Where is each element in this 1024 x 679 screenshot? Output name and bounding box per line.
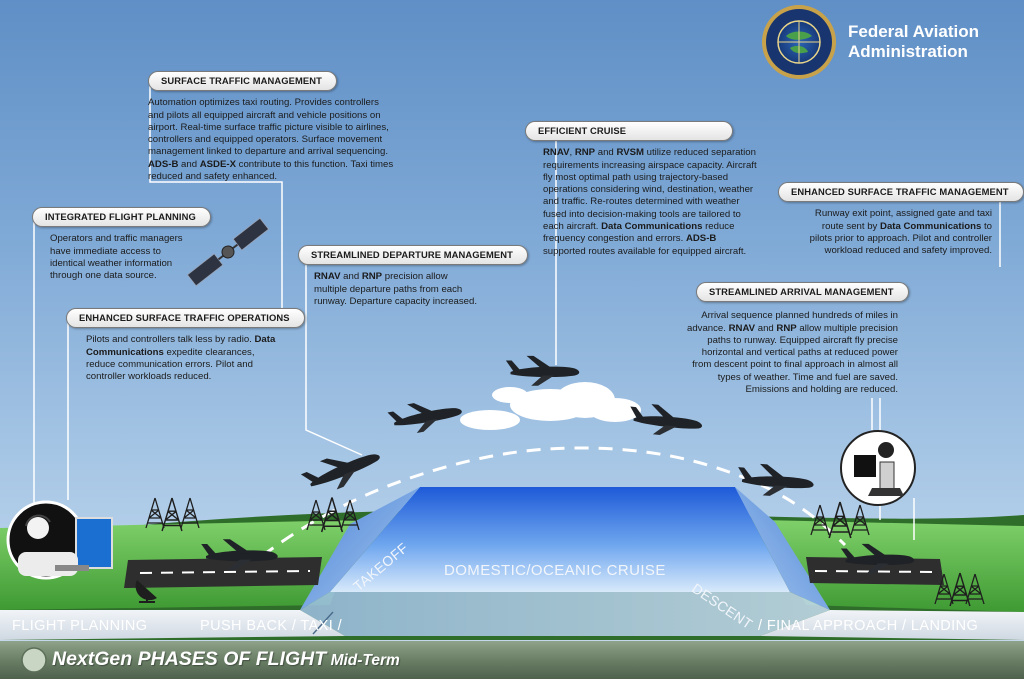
cloud-icon [460,382,641,430]
callout-body-line: operations considering wind, destination… [543,184,754,196]
callout-body-line: supported routes available for equipped … [543,245,747,257]
org-line-2: Administration [848,42,968,61]
callout-title: ENHANCED SURFACE TRAFFIC MANAGEMENT [778,182,1024,203]
flight-path [261,446,847,558]
callout-body-line: from descent point to final approach in … [692,359,898,371]
footer-title-sub: Mid-Term [330,652,400,669]
phase-cruise: DOMESTIC/OCEANIC CRUISE [444,562,666,579]
phase-final-approach-landing: / FINAL APPROACH / LANDING [758,618,979,634]
callout-title: EFFICIENT CRUISE [525,121,734,142]
footer-title-main: NextGen PHASES OF FLIGHT [52,648,327,670]
callout-body: Pilots and controllers talk less by radi… [66,334,296,383]
callout-body-line: RNAV and RNP precision allow [314,271,448,283]
callout-body: RNAV, RNP and RVSM utilize reduced separ… [525,147,765,258]
callout-body-line: advance. RNAV and RNP allow multiple pre… [686,322,898,334]
callout-title: INTEGRATED FLIGHT PLANNING [32,207,211,228]
callout-body-line: reduced and safety enhanced. [148,171,278,183]
callout-body-line: have immediate access to [50,245,161,257]
callout-body-line: each aircraft. Data Communications reduc… [543,221,735,233]
callout-body-line: requirements increasing airspace capacit… [543,159,757,171]
phase-band [0,610,345,640]
callout-title: ENHANCED SURFACE TRAFFIC OPERATIONS [66,308,305,329]
callout-body-line: frequency congestion and errors. ADS-B [543,233,717,245]
callout-body-line: and traffic. Re-routes determined with w… [543,196,740,208]
radar-dish-icon [135,580,157,603]
callout-body-line: controller workloads reduced. [86,371,212,383]
callout-body-line: types of weather. Time and fuel are save… [717,371,898,383]
callout-enhanced-surface-traffic-operations: ENHANCED SURFACE TRAFFIC OPERATIONS Pilo… [66,308,305,383]
org-line-1: Federal Aviation [848,22,979,41]
callout-title: STREAMLINED ARRIVAL MANAGEMENT [696,282,909,303]
callout-title: STREAMLINED DEPARTURE MANAGEMENT [298,245,528,266]
satellite-icon [186,217,270,287]
callout-streamlined-arrival-management: STREAMLINED ARRIVAL MANAGEMENT Arrival s… [660,282,909,396]
cruise-plateau [300,487,830,636]
runway-left [124,557,322,588]
callout-body-line: Automation optimizes taxi routing. Provi… [148,97,379,109]
callout-body-line: Runway exit point, assigned gate and tax… [814,208,992,220]
callout-body-line: RNAV, RNP and RVSM utilize reduced separ… [543,147,756,159]
leader-lines [33,80,1001,540]
callout-body-line: horizontal and vertical paths at reduced… [701,347,898,359]
callout-body-line: fly most optimal path using trajectory-b… [543,171,729,183]
pilot-person-icon [840,430,916,506]
callout-efficient-cruise: EFFICIENT CRUISE RNAV, RNP and RVSM util… [525,121,765,258]
callout-body-line: identical weather information [50,257,173,269]
callout-body-line: multiple departure paths from each [314,283,463,295]
callout-body-line: paths to runway. Equipped aircraft fly p… [707,334,898,346]
callout-body: Runway exit point, assigned gate and tax… [778,208,1006,257]
footer-title: NextGen PHASES OF FLIGHT Mid-Term [52,648,400,671]
faa-seal-icon [762,5,836,79]
callout-body-line: Operators and traffic managers [50,233,183,245]
callout-body-line: Pilots and controllers talk less by radi… [86,334,276,346]
callout-body-line: workload reduced and safety improved. [824,245,992,257]
callout-body-line: runway. Departure capacity increased. [314,295,477,307]
phase-push-back-taxi: PUSH BACK / TAXI / [200,618,343,634]
callout-body-line: reduce communication errors. Pilot and [86,358,253,370]
callout-body-line: Communications expedite clearances, [86,346,255,358]
callout-body-line: management linked to departure and arriv… [148,146,388,158]
callout-body: Automation optimizes taxi routing. Provi… [148,97,448,183]
airplane-icon [505,355,580,386]
callout-body-line: ADS-B and ASDE-X contribute to this func… [148,158,394,170]
phase-flight-planning: FLIGHT PLANNING [12,618,148,634]
controller-person-icon [6,500,113,580]
callout-body-line: Arrival sequence planned hundreds of mil… [701,310,898,322]
callout-surface-traffic-management: SURFACE TRAFFIC MANAGEMENT Automation op… [148,71,448,183]
faa-name: Federal Aviation Administration [848,22,979,62]
callout-body-line: controllers and equipped operators. Surf… [148,134,383,146]
callout-streamlined-departure-management: STREAMLINED DEPARTURE MANAGEMENT RNAV an… [298,245,528,308]
callout-body-line: airport. Real-time surface traffic pictu… [148,121,389,133]
callout-body: Arrival sequence planned hundreds of mil… [660,310,900,396]
airplane-icon [736,462,815,499]
footer-bar [0,641,1024,679]
callout-body-line: route sent by Data Communications to [821,220,992,232]
callout-body-line: pilots prior to approach. Pilot and cont… [809,232,992,244]
callout-title: SURFACE TRAFFIC MANAGEMENT [148,71,337,92]
callout-body-line: fused into decision-making tools are tai… [543,208,741,220]
callout-integrated-flight-planning: INTEGRATED FLIGHT PLANNING Operators and… [32,207,232,282]
callout-enhanced-surface-traffic-management: ENHANCED SURFACE TRAFFIC MANAGEMENT Runw… [778,182,1024,257]
airplane-icon [386,395,465,438]
callout-body-line: through one data source. [50,270,157,282]
callout-body-line: Emissions and holding are reduced. [745,384,898,396]
callout-body-line: and pilots all equipped aircraft and veh… [148,109,381,121]
